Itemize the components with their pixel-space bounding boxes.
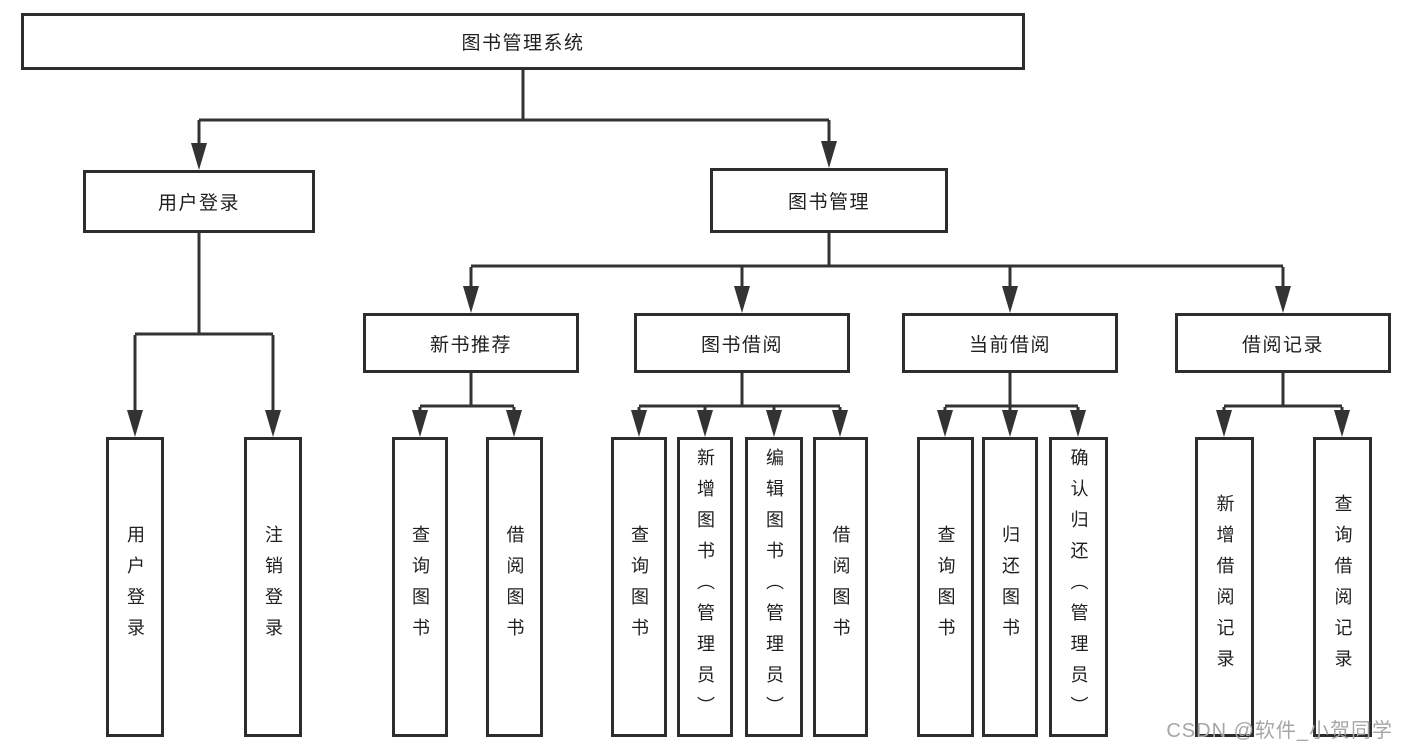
node-new-book-recommend: 新书推荐 xyxy=(363,313,579,373)
node-book-borrowing: 图书借阅 xyxy=(634,313,850,373)
node-label: 借阅图书 xyxy=(504,525,525,649)
node-borrowing-records: 借阅记录 xyxy=(1175,313,1391,373)
leaf-logout-login: 注销登录 xyxy=(244,437,302,737)
node-label: 归还图书 xyxy=(1000,525,1020,649)
csdn-watermark: CSDN @软件_小贺同学 xyxy=(1166,720,1393,742)
leaf-records-add-borrow-record: 新增借阅记录 xyxy=(1195,437,1254,737)
node-user-login: 用户登录 xyxy=(83,170,315,233)
node-label: 当前借阅 xyxy=(968,334,1051,356)
node-label: 新增借阅记录 xyxy=(1214,494,1235,680)
leaf-borrowing-add-books-admin: 新增图书（管理员） xyxy=(677,437,733,737)
node-label: 图书管理 xyxy=(787,192,870,213)
leaf-borrowing-query-books: 查询图书 xyxy=(611,437,667,737)
node-label: 查询借阅记录 xyxy=(1332,494,1353,680)
node-label: 图书借阅 xyxy=(700,334,783,356)
leaf-current-confirm-return-admin: 确认归还（管理员） xyxy=(1049,437,1108,737)
node-label: 用户登录 xyxy=(157,193,240,214)
node-book-management: 图书管理 xyxy=(710,168,948,233)
node-label: 用户登录 xyxy=(125,525,145,649)
node-label: 查询图书 xyxy=(629,525,649,649)
leaf-recommend-borrow-books: 借阅图书 xyxy=(486,437,543,737)
node-label: 新书推荐 xyxy=(429,334,512,356)
node-label: 查询图书 xyxy=(410,525,430,649)
node-label: 查询图书 xyxy=(935,525,956,649)
leaf-user-login: 用户登录 xyxy=(106,437,164,737)
node-label: 借阅记录 xyxy=(1241,334,1324,356)
node-current-borrowing: 当前借阅 xyxy=(902,313,1118,373)
leaf-records-query-borrow-record: 查询借阅记录 xyxy=(1313,437,1372,737)
leaf-current-return-books: 归还图书 xyxy=(982,437,1038,737)
node-label: 借阅图书 xyxy=(830,525,851,649)
node-label: 图书管理系统 xyxy=(461,33,585,54)
leaf-borrowing-borrow-books: 借阅图书 xyxy=(813,437,868,737)
leaf-borrowing-edit-books-admin: 编辑图书（管理员） xyxy=(745,437,803,737)
leaf-recommend-query-books: 查询图书 xyxy=(392,437,448,737)
node-label: 新增图书（管理员） xyxy=(695,447,715,727)
node-label: 注销登录 xyxy=(263,525,283,649)
node-label: 确认归还（管理员） xyxy=(1068,447,1089,727)
node-label: 编辑图书（管理员） xyxy=(764,447,784,727)
leaf-current-query-books: 查询图书 xyxy=(917,437,974,737)
node-root-library-system: 图书管理系统 xyxy=(21,13,1025,70)
